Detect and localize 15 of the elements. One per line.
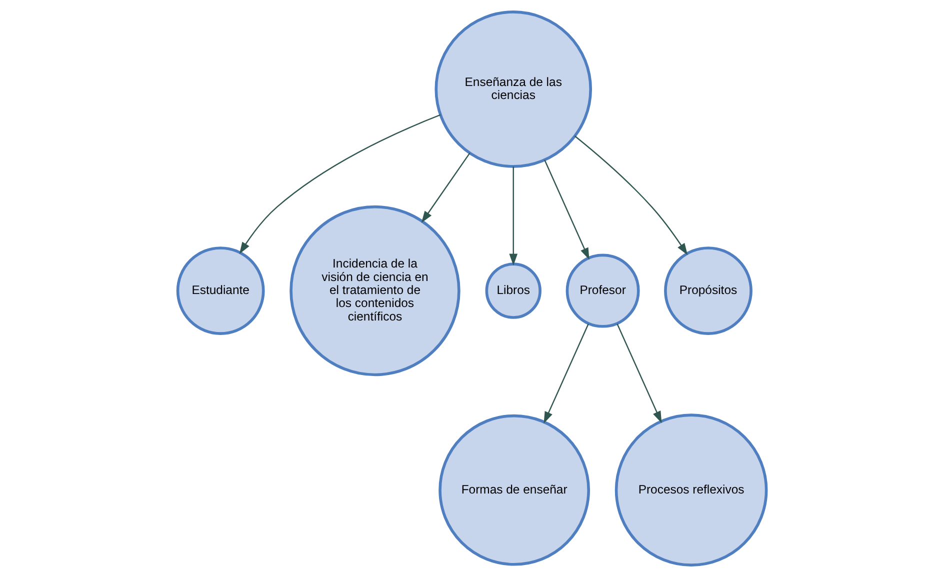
node-circle: Libros — [484, 262, 541, 319]
node-circle: Formas de enseñar — [438, 414, 590, 566]
arrow — [616, 324, 662, 424]
arrow — [508, 166, 518, 266]
arrow — [543, 324, 588, 424]
arrow — [544, 160, 589, 260]
node-circle: Estudiante — [176, 246, 264, 335]
arrow — [420, 152, 470, 223]
node-circle: Enseñanza de las ciencias — [434, 10, 592, 168]
node-circle: Propósitos — [664, 246, 752, 335]
node-circle: Procesos reflexivos — [614, 414, 768, 566]
arrow — [238, 114, 440, 254]
arrow — [574, 136, 688, 256]
node-circle: Profesor — [565, 254, 640, 328]
node-circle: Incidencia de la visión de ciencia en el tratamiento de los contenidos científicos — [289, 205, 460, 376]
